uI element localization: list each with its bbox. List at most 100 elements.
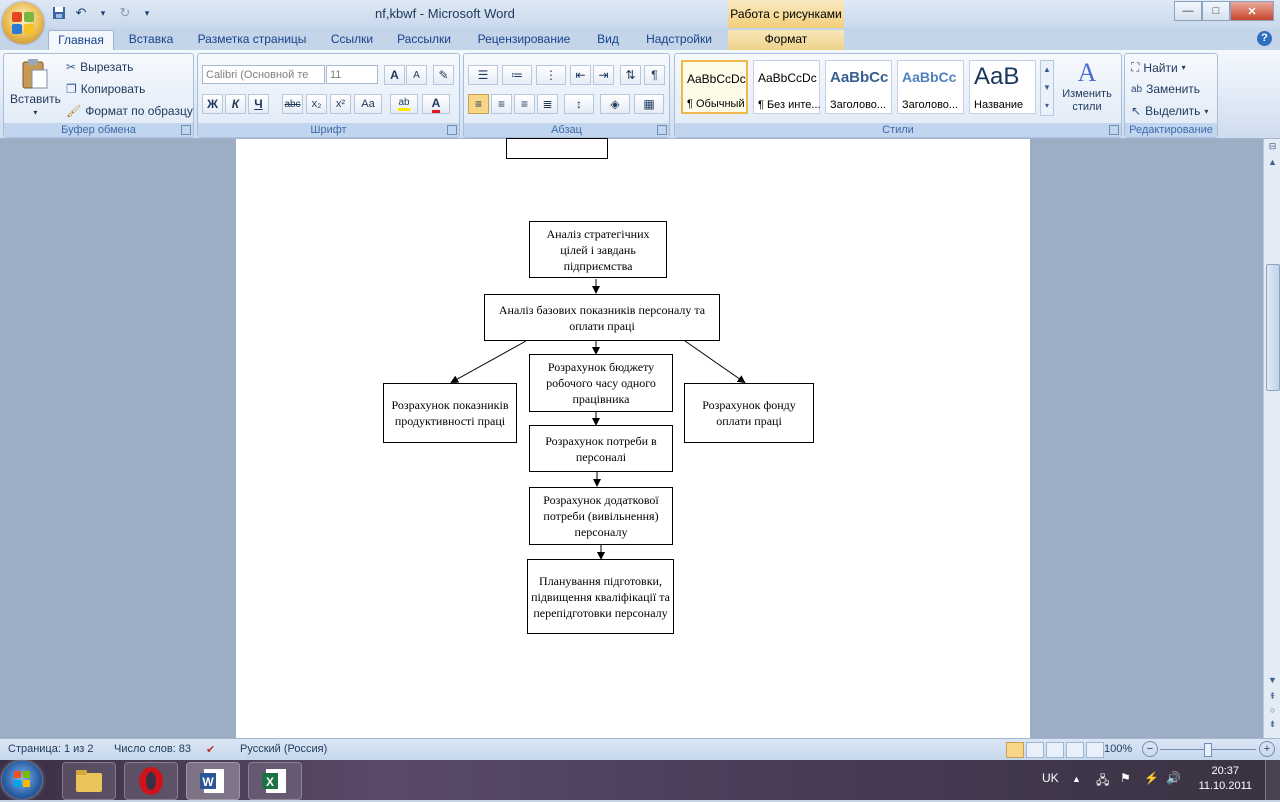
page-count[interactable]: Страница: 1 из 2: [8, 743, 94, 755]
font-name-combo[interactable]: Calibri (Основной те: [202, 65, 325, 84]
customize-qat-icon[interactable]: ▾: [144, 7, 150, 18]
tab-review[interactable]: Рецензирование: [477, 32, 571, 46]
language-indicator[interactable]: Русский (Россия): [240, 743, 328, 755]
proofing-icon[interactable]: ✔: [206, 744, 216, 756]
subscript-button[interactable]: x₂: [306, 94, 327, 114]
numbering-icon[interactable]: ≔: [502, 65, 532, 85]
flowchart-box-productivity[interactable]: Розрахунок показників продуктивності пра…: [383, 383, 517, 443]
office-button[interactable]: [2, 2, 44, 44]
volume-icon[interactable]: 🔊: [1166, 771, 1181, 785]
align-left-icon[interactable]: ≡: [468, 94, 489, 114]
ruler-toggle-icon[interactable]: ⊟: [1268, 141, 1277, 151]
borders-icon[interactable]: ▦: [634, 94, 664, 114]
word-count[interactable]: Число слов: 83: [114, 743, 192, 755]
find-button[interactable]: ⛶ Найти ▾: [1131, 60, 1186, 75]
tab-mailings[interactable]: Рассылки: [397, 32, 451, 46]
paragraph-launcher-icon[interactable]: [657, 125, 667, 135]
format-painter-button[interactable]: 🖌 Формат по образцу: [66, 104, 193, 118]
browse-object-icon[interactable]: ○: [1269, 705, 1276, 715]
minimize-button[interactable]: —: [1174, 1, 1202, 21]
flowchart-box-staff-need[interactable]: Розрахунок потреби в персоналі: [529, 425, 673, 472]
next-page-icon[interactable]: ⇟: [1268, 719, 1277, 729]
outline-view-icon[interactable]: [1066, 742, 1084, 758]
clipboard-launcher-icon[interactable]: [181, 125, 191, 135]
shading-icon[interactable]: ◈: [600, 94, 630, 114]
print-layout-view-icon[interactable]: [1006, 742, 1024, 758]
flowchart-box-time-budget[interactable]: Розрахунок бюджету робочого часу одного …: [529, 354, 673, 412]
power-icon[interactable]: ⚡: [1144, 771, 1159, 785]
align-center-icon[interactable]: ≡: [491, 94, 512, 114]
paste-button[interactable]: Вставить ▾: [10, 58, 61, 117]
clock[interactable]: 20:37 11.10.2011: [1199, 764, 1252, 794]
flowchart-box-wage-fund[interactable]: Розрахунок фонду оплати праці: [684, 383, 814, 443]
flowchart-box-additional-need[interactable]: Розрахунок додаткової потреби (вивільнен…: [529, 487, 673, 545]
scroll-down-icon[interactable]: ▼: [1268, 675, 1277, 685]
vertical-scrollbar[interactable]: ⊟ ▲ ▼ ⇞ ○ ⇟: [1263, 139, 1280, 738]
start-button[interactable]: [2, 761, 42, 799]
style-title[interactable]: AaB Название: [969, 60, 1036, 114]
word-taskbar-button[interactable]: W: [186, 762, 240, 800]
tab-page-layout[interactable]: Разметка страницы: [197, 32, 307, 46]
help-icon[interactable]: ?: [1257, 31, 1272, 46]
scroll-up-icon[interactable]: ▲: [1268, 157, 1277, 167]
previous-page-icon[interactable]: ⇞: [1268, 691, 1277, 701]
flowchart-box-training-planning[interactable]: Планування підготовки, підвищення кваліф…: [527, 559, 674, 634]
bold-button[interactable]: Ж: [202, 94, 223, 114]
network-icon[interactable]: 🖧: [1096, 773, 1110, 787]
zoom-in-icon[interactable]: +: [1259, 741, 1275, 757]
style-no-spacing[interactable]: AaBbCcDc ¶ Без инте...: [753, 60, 820, 114]
tab-references[interactable]: Ссылки: [330, 32, 374, 46]
tab-view[interactable]: Вид: [597, 32, 619, 46]
shrink-font-button[interactable]: A: [406, 65, 427, 85]
flowchart-box-previous[interactable]: [506, 138, 608, 159]
show-marks-button[interactable]: ¶: [644, 65, 665, 85]
italic-button[interactable]: К: [225, 94, 246, 114]
zoom-level[interactable]: 100%: [1104, 743, 1133, 755]
select-button[interactable]: ↖ Выделить ▾: [1131, 104, 1208, 118]
explorer-taskbar-button[interactable]: [62, 762, 116, 800]
action-center-icon[interactable]: ⚑: [1120, 771, 1131, 785]
change-case-button[interactable]: Aa: [354, 94, 382, 114]
undo-dropdown-icon[interactable]: ▾: [100, 7, 106, 18]
tab-format[interactable]: Формат: [728, 30, 844, 50]
font-size-combo[interactable]: 11: [326, 65, 378, 84]
sort-icon[interactable]: ⇅: [620, 65, 641, 85]
superscript-button[interactable]: x²: [330, 94, 351, 114]
flowchart-box-strategic-analysis[interactable]: Аналіз стратегічних цілей і завдань підп…: [529, 221, 667, 278]
font-launcher-icon[interactable]: [447, 125, 457, 135]
redo-icon[interactable]: ↻: [119, 5, 131, 20]
style-heading-1[interactable]: AaBbCc Заголово...: [825, 60, 892, 114]
increase-indent-icon[interactable]: ⇥: [593, 65, 614, 85]
flowchart-box-base-indicators[interactable]: Аналіз базових показників персоналу та о…: [484, 294, 720, 341]
replace-button[interactable]: ab Заменить: [1131, 82, 1200, 96]
grow-font-button[interactable]: A: [384, 65, 405, 85]
align-right-icon[interactable]: ≡: [514, 94, 535, 114]
highlight-icon[interactable]: ab: [390, 94, 418, 114]
line-spacing-icon[interactable]: ↕: [564, 94, 594, 114]
tab-addins[interactable]: Надстройки: [646, 32, 712, 46]
draft-view-icon[interactable]: [1086, 742, 1104, 758]
save-icon[interactable]: [50, 4, 68, 22]
bullets-icon[interactable]: ☰: [468, 65, 498, 85]
style-normal[interactable]: AaBbCcDc ¶ Обычный: [681, 60, 748, 114]
language-bar[interactable]: UK: [1042, 771, 1059, 785]
cut-button[interactable]: ✂ Вырезать: [66, 60, 133, 74]
font-color-icon[interactable]: A: [422, 94, 450, 114]
scroll-thumb[interactable]: [1266, 264, 1280, 391]
excel-taskbar-button[interactable]: X: [248, 762, 302, 800]
tab-home[interactable]: Главная: [48, 30, 114, 51]
underline-button[interactable]: Ч: [248, 94, 269, 114]
document-page[interactable]: Аналіз стратегічних цілей і завдань підп…: [236, 138, 1030, 738]
zoom-out-icon[interactable]: −: [1142, 741, 1158, 757]
change-styles-button[interactable]: A Изменить стили: [1057, 58, 1117, 114]
justify-icon[interactable]: ≣: [537, 94, 558, 114]
show-hidden-icons-icon[interactable]: ▲: [1072, 774, 1081, 784]
styles-scroll-icon[interactable]: ▲▼▾: [1040, 60, 1054, 116]
copy-button[interactable]: ❐ Копировать: [66, 82, 145, 96]
close-button[interactable]: ✕: [1230, 1, 1274, 21]
web-layout-icon[interactable]: [1046, 742, 1064, 758]
style-heading-2[interactable]: AaBbCc Заголово...: [897, 60, 964, 114]
maximize-button[interactable]: □: [1202, 1, 1230, 21]
strikethrough-button[interactable]: abc: [282, 94, 303, 114]
full-screen-reading-icon[interactable]: [1026, 742, 1044, 758]
